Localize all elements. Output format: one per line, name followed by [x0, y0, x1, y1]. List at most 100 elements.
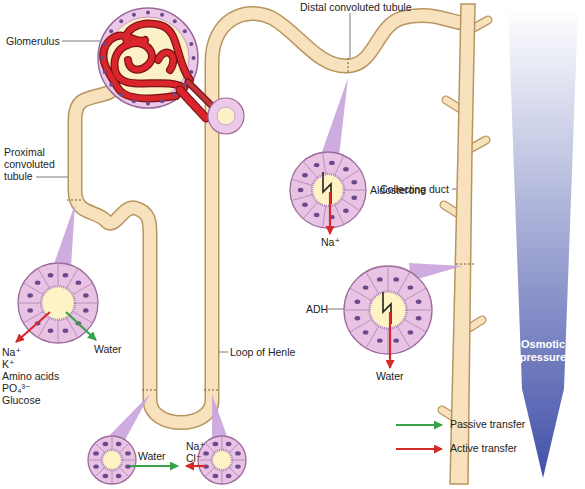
cell-border	[303, 202, 317, 219]
tubule-ticks	[67, 58, 474, 390]
cell-nucleus	[393, 338, 399, 342]
cell-nucleus	[48, 273, 54, 277]
active-arrow	[186, 465, 206, 467]
efferent-arteriole	[188, 82, 214, 108]
cell-border	[366, 326, 379, 348]
lumen	[312, 174, 344, 206]
cell-border	[397, 326, 410, 348]
lumen	[212, 450, 232, 470]
solute-label: K⁺	[2, 358, 15, 370]
cell-nucleus	[226, 442, 232, 446]
cell-nucleus	[173, 93, 177, 97]
cell-nucleus	[416, 316, 422, 320]
cell-nucleus	[125, 464, 131, 468]
cell-border	[122, 460, 136, 461]
cell-border	[388, 266, 389, 292]
cell-nucleus	[363, 285, 369, 289]
epithelium	[198, 436, 246, 484]
cell-nucleus	[63, 329, 69, 333]
cell-nucleus	[343, 167, 349, 171]
cell-border	[335, 205, 344, 225]
cell-border	[88, 460, 102, 461]
cell-nucleus	[355, 300, 361, 304]
solute-label: Glucose	[2, 394, 41, 406]
cell-nucleus	[27, 293, 33, 297]
cell-nucleus	[213, 474, 219, 478]
cell-nucleus	[103, 70, 107, 74]
cell-border	[232, 460, 246, 461]
cell-nucleus	[189, 42, 193, 46]
cell-nucleus	[48, 329, 54, 333]
cell-border	[397, 272, 410, 294]
cell-nucleus	[103, 442, 109, 446]
cell-nucleus	[119, 19, 123, 23]
cell-nucleus	[160, 99, 164, 103]
cell-nucleus	[329, 161, 335, 165]
cell-border	[388, 328, 389, 354]
solute-label: Water	[138, 450, 166, 462]
collecting-duct	[450, 4, 475, 484]
section-mark	[204, 390, 220, 391]
cell-nucleus	[173, 19, 177, 23]
cell-nucleus	[351, 180, 357, 184]
cell-nucleus	[343, 208, 349, 212]
cell-border	[344, 190, 366, 191]
cell-nucleus	[116, 474, 122, 478]
section-mark	[348, 58, 349, 74]
tubule-cross-section	[344, 266, 432, 354]
cell-nucleus	[183, 29, 187, 33]
passive-arrow	[396, 424, 442, 426]
cell-nucleus	[101, 56, 105, 60]
cell-nucleus	[314, 163, 320, 167]
structure-label: Distal convoluted tubule	[300, 1, 412, 13]
cell-nucleus	[116, 442, 122, 446]
pressure-arrow-shape	[508, 8, 578, 478]
cell-border	[38, 268, 50, 288]
cell-nucleus	[213, 442, 219, 446]
cell-nucleus	[76, 280, 82, 284]
cell-nucleus	[132, 13, 136, 17]
cell-nucleus	[35, 280, 41, 284]
lumen	[102, 450, 122, 470]
solute-label: Water	[376, 370, 404, 382]
section-mark	[142, 390, 158, 391]
epithelium	[88, 436, 136, 484]
active-arrow	[329, 192, 331, 234]
cell-nucleus	[363, 330, 369, 334]
leader-line	[62, 41, 100, 42]
lumen	[370, 292, 407, 329]
cell-nucleus	[109, 29, 113, 33]
cell-nucleus	[351, 196, 357, 200]
active-arrow	[396, 448, 442, 450]
legend-text: Active transfer	[450, 442, 517, 454]
passive-arrow	[130, 465, 178, 467]
cell-border	[366, 272, 379, 294]
pressure-arrow: Osmotic pressure	[508, 8, 578, 478]
cell-nucleus	[189, 70, 193, 74]
cell-border	[292, 179, 313, 185]
cell-nucleus	[408, 330, 414, 334]
epithelium	[344, 266, 432, 354]
cell-nucleus	[235, 451, 241, 455]
cell-nucleus	[27, 308, 33, 312]
legend-text: Passive transfer	[450, 418, 525, 430]
cell-nucleus	[146, 11, 150, 15]
pressure-arrow-fill	[508, 8, 578, 478]
section-pointer	[321, 78, 348, 158]
cell-nucleus	[93, 464, 99, 468]
cell-border	[323, 152, 326, 174]
cell-nucleus	[314, 213, 320, 217]
cell-nucleus	[183, 83, 187, 87]
cell-border	[404, 319, 426, 332]
solute-label: Na⁺	[186, 440, 205, 452]
efferent-arteriole	[188, 82, 214, 108]
passive-arrow	[66, 312, 96, 340]
cell-nucleus	[103, 42, 107, 46]
cell-nucleus	[93, 451, 99, 455]
cell-nucleus	[355, 316, 361, 320]
tubule-outline	[75, 13, 466, 422]
section-pointer	[212, 394, 228, 441]
cell-border	[350, 288, 372, 301]
cell-nucleus	[377, 277, 383, 281]
